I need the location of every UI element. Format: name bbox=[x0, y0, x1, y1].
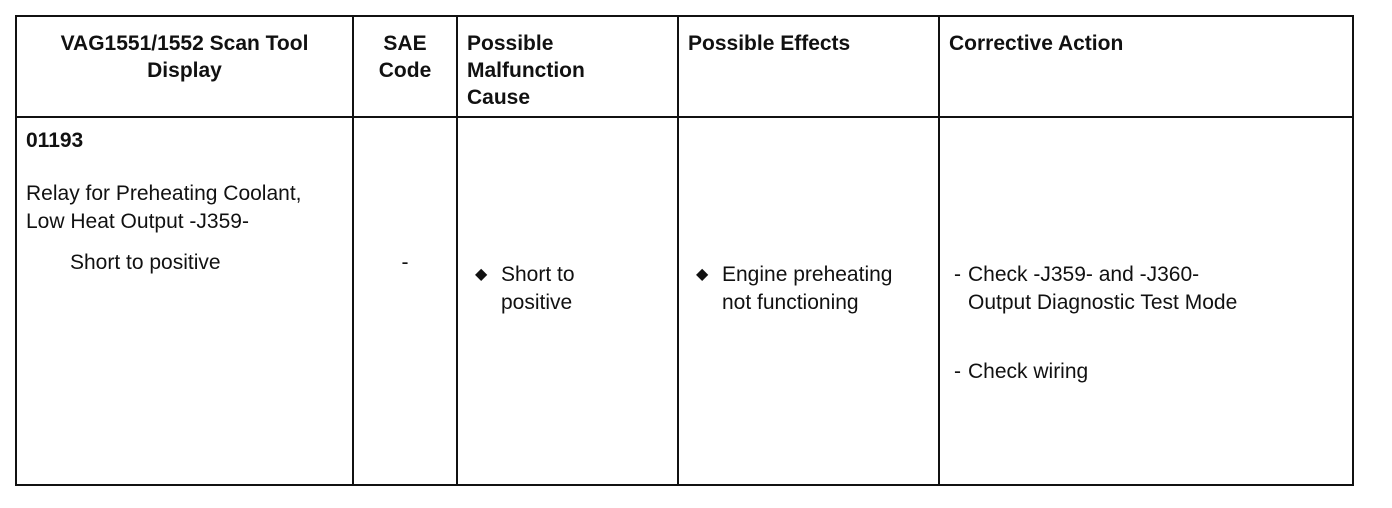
fault-code-table: VAG1551/1552 Scan Tool Display SAE Code … bbox=[15, 15, 1354, 486]
fault-condition: Short to positive bbox=[70, 251, 221, 274]
table-header-row: VAG1551/1552 Scan Tool Display SAE Code … bbox=[15, 15, 1354, 118]
effects-line: not functioning bbox=[722, 291, 859, 314]
header-corrective-action: Corrective Action bbox=[938, 15, 1354, 118]
description-line: Low Heat Output -J359- bbox=[26, 210, 249, 233]
header-line: VAG1551/1552 Scan Tool bbox=[60, 32, 309, 55]
header-scan-tool-display: VAG1551/1552 Scan Tool Display bbox=[15, 15, 354, 118]
cell-possible-cause: ◆ Short to positive bbox=[456, 116, 679, 486]
effects-line: Engine preheating bbox=[722, 263, 893, 286]
header-line: SAE bbox=[383, 32, 427, 55]
fault-description: Relay for Preheating Coolant, Low Heat O… bbox=[26, 180, 302, 236]
header-sae-code: SAE Code bbox=[352, 15, 458, 118]
action-line: Check wiring bbox=[968, 360, 1089, 383]
action-item: -Check -J359- and -J360- Output Diagnost… bbox=[954, 261, 1237, 317]
header-line: Code bbox=[378, 59, 432, 82]
cell-possible-effects: ◆ Engine preheating not functioning bbox=[677, 116, 940, 486]
dash-marker: - bbox=[954, 263, 961, 286]
header-possible-cause: Possible Malfunction Cause bbox=[456, 15, 679, 118]
fault-code: 01193 bbox=[26, 129, 84, 152]
cause-line: positive bbox=[501, 291, 573, 314]
sae-code-value: - bbox=[401, 251, 409, 274]
action-line: Output Diagnostic Test Mode bbox=[968, 291, 1238, 314]
description-line: Relay for Preheating Coolant, bbox=[26, 182, 302, 205]
diamond-bullet-icon: ◆ bbox=[696, 266, 709, 283]
header-line: Possible bbox=[467, 32, 554, 55]
diamond-bullet-icon: ◆ bbox=[475, 266, 488, 283]
cell-scan-tool-display: 01193 Relay for Preheating Coolant, Low … bbox=[15, 116, 354, 486]
action-line: Check -J359- and -J360- bbox=[968, 263, 1200, 286]
cause-bullet-item: ◆ Short to positive bbox=[475, 261, 575, 317]
cell-sae-code: - bbox=[352, 116, 458, 486]
cell-corrective-action: -Check -J359- and -J360- Output Diagnost… bbox=[938, 116, 1354, 486]
header-possible-effects: Possible Effects bbox=[677, 15, 940, 118]
header-line: Display bbox=[147, 59, 222, 82]
header-line: Corrective Action bbox=[949, 32, 1124, 55]
cause-line: Short to bbox=[501, 263, 575, 286]
action-item: -Check wiring bbox=[954, 358, 1088, 386]
header-line: Cause bbox=[467, 86, 531, 109]
dash-marker: - bbox=[954, 360, 961, 383]
effects-bullet-item: ◆ Engine preheating not functioning bbox=[696, 261, 892, 317]
table-row: 01193 Relay for Preheating Coolant, Low … bbox=[15, 116, 1354, 486]
header-line: Possible Effects bbox=[688, 32, 851, 55]
header-line: Malfunction bbox=[467, 59, 585, 82]
